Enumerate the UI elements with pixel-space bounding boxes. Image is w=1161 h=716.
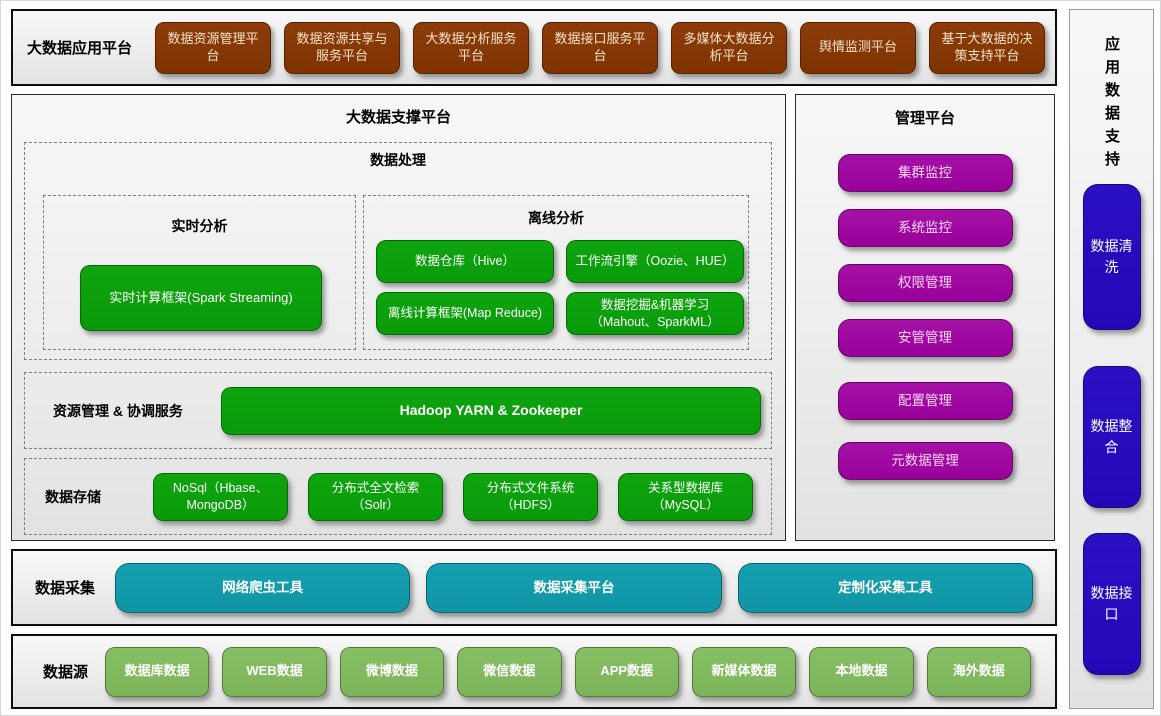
realtime-analysis-section: 实时分析 实时计算框架(Spark Streaming) bbox=[43, 195, 356, 350]
support-platform-panel: 大数据支撑平台 数据处理 实时分析 实时计算框架(Spark Streaming… bbox=[11, 94, 786, 541]
offline-box: 数据挖掘&机器学习（Mahout、SparkML） bbox=[566, 292, 744, 335]
data-collection-label: 数据采集 bbox=[35, 580, 96, 597]
data-processing-section: 数据处理 实时分析 实时计算框架(Spark Streaming) 离线分析 数… bbox=[24, 142, 772, 360]
offline-box-grid: 数据仓库（Hive） 工作流引擎（Oozie、HUE） 离线计算框架(Map R… bbox=[376, 240, 744, 335]
storage-box: NoSql（Hbase、MongoDB） bbox=[153, 472, 288, 521]
source-box-row: 数据库数据 WEB数据 微博数据 微信数据 APP数据 新媒体数据 本地数据 海… bbox=[105, 646, 1031, 697]
offline-box: 工作流引擎（Oozie、HUE） bbox=[566, 240, 744, 283]
source-box: 数据库数据 bbox=[105, 646, 210, 697]
realtime-analysis-title: 实时分析 bbox=[171, 218, 228, 234]
app-platform-box: 数据资源共享与服务平台 bbox=[284, 21, 400, 74]
source-box: 新媒体数据 bbox=[691, 646, 797, 697]
data-source-label: 数据源 bbox=[43, 664, 89, 681]
storage-box: 关系型数据库（MySQL） bbox=[618, 472, 753, 521]
yarn-zookeeper-box: Hadoop YARN & Zookeeper bbox=[221, 386, 761, 435]
app-platform-box: 舆情监测平台 bbox=[800, 21, 916, 74]
source-box: 海外数据 bbox=[926, 646, 1031, 697]
source-box: 微博数据 bbox=[339, 646, 445, 697]
sidebar-box: 数据接口 bbox=[1082, 533, 1141, 675]
management-box: 元数据管理 bbox=[837, 442, 1013, 480]
management-title: 管理平台 bbox=[894, 110, 955, 127]
management-panel: 管理平台 集群监控 系统监控 权限管理 安管管理 配置管理 元数据管理 bbox=[795, 94, 1055, 541]
sidebar-title: 应用数据支持 bbox=[1103, 36, 1120, 174]
app-data-support-sidebar: 应用数据支持 数据清洗 数据整合 数据接口 bbox=[1069, 9, 1154, 709]
collection-box: 数据采集平台 bbox=[426, 562, 722, 613]
management-box: 集群监控 bbox=[837, 154, 1013, 192]
collection-box-row: 网络爬虫工具 数据采集平台 定制化采集工具 bbox=[115, 562, 1033, 613]
realtime-framework-box: 实时计算框架(Spark Streaming) bbox=[80, 265, 322, 331]
storage-box: 分布式全文检索（Solr） bbox=[308, 472, 443, 521]
offline-analysis-title: 离线分析 bbox=[528, 210, 584, 226]
data-collection-panel: 数据采集 网络爬虫工具 数据采集平台 定制化采集工具 bbox=[11, 549, 1057, 626]
data-processing-title: 数据处理 bbox=[370, 152, 426, 168]
support-platform-title: 大数据支撑平台 bbox=[345, 109, 451, 126]
data-source-panel: 数据源 数据库数据 WEB数据 微博数据 微信数据 APP数据 新媒体数据 本地… bbox=[11, 634, 1057, 709]
app-platform-label: 大数据应用平台 bbox=[27, 40, 133, 57]
collection-box: 网络爬虫工具 bbox=[115, 562, 411, 613]
app-platform-box: 基于大数据的决策支持平台 bbox=[929, 21, 1045, 74]
data-storage-label: 数据存储 bbox=[45, 488, 101, 505]
management-box: 系统监控 bbox=[837, 209, 1013, 247]
sidebar-box: 数据清洗 bbox=[1082, 184, 1141, 330]
source-box: APP数据 bbox=[574, 646, 679, 697]
management-box-column: 集群监控 系统监控 权限管理 安管管理 配置管理 元数据管理 bbox=[796, 154, 1054, 480]
source-box: WEB数据 bbox=[222, 646, 327, 697]
offline-box: 数据仓库（Hive） bbox=[376, 240, 554, 283]
app-platform-box: 数据接口服务平台 bbox=[542, 21, 658, 74]
storage-box: 分布式文件系统（HDFS） bbox=[463, 472, 598, 521]
collection-box: 定制化采集工具 bbox=[737, 562, 1033, 613]
offline-box: 离线计算框架(Map Reduce) bbox=[376, 292, 554, 335]
source-box: 本地数据 bbox=[809, 646, 914, 697]
app-platform-box: 数据资源管理平台 bbox=[155, 21, 271, 74]
app-platform-panel: 大数据应用平台 数据资源管理平台 数据资源共享与服务平台 大数据分析服务平台 数… bbox=[11, 9, 1057, 86]
resource-mgmt-section: 资源管理 & 协调服务 Hadoop YARN & Zookeeper bbox=[24, 372, 772, 449]
management-box: 安管管理 bbox=[837, 319, 1013, 357]
management-box: 配置管理 bbox=[837, 382, 1013, 420]
sidebar-box: 数据整合 bbox=[1082, 366, 1141, 508]
app-platform-box: 多媒体大数据分析平台 bbox=[671, 21, 787, 74]
data-storage-section: 数据存储 NoSql（Hbase、MongoDB） 分布式全文检索（Solr） … bbox=[24, 458, 772, 535]
source-box: 微信数据 bbox=[457, 646, 562, 697]
management-box: 权限管理 bbox=[837, 264, 1013, 302]
app-platform-box-row: 数据资源管理平台 数据资源共享与服务平台 大数据分析服务平台 数据接口服务平台 … bbox=[155, 21, 1045, 74]
offline-analysis-section: 离线分析 数据仓库（Hive） 工作流引擎（Oozie、HUE） 离线计算框架(… bbox=[363, 195, 749, 350]
app-platform-box: 大数据分析服务平台 bbox=[413, 21, 529, 74]
resource-mgmt-label: 资源管理 & 协调服务 bbox=[53, 402, 183, 419]
